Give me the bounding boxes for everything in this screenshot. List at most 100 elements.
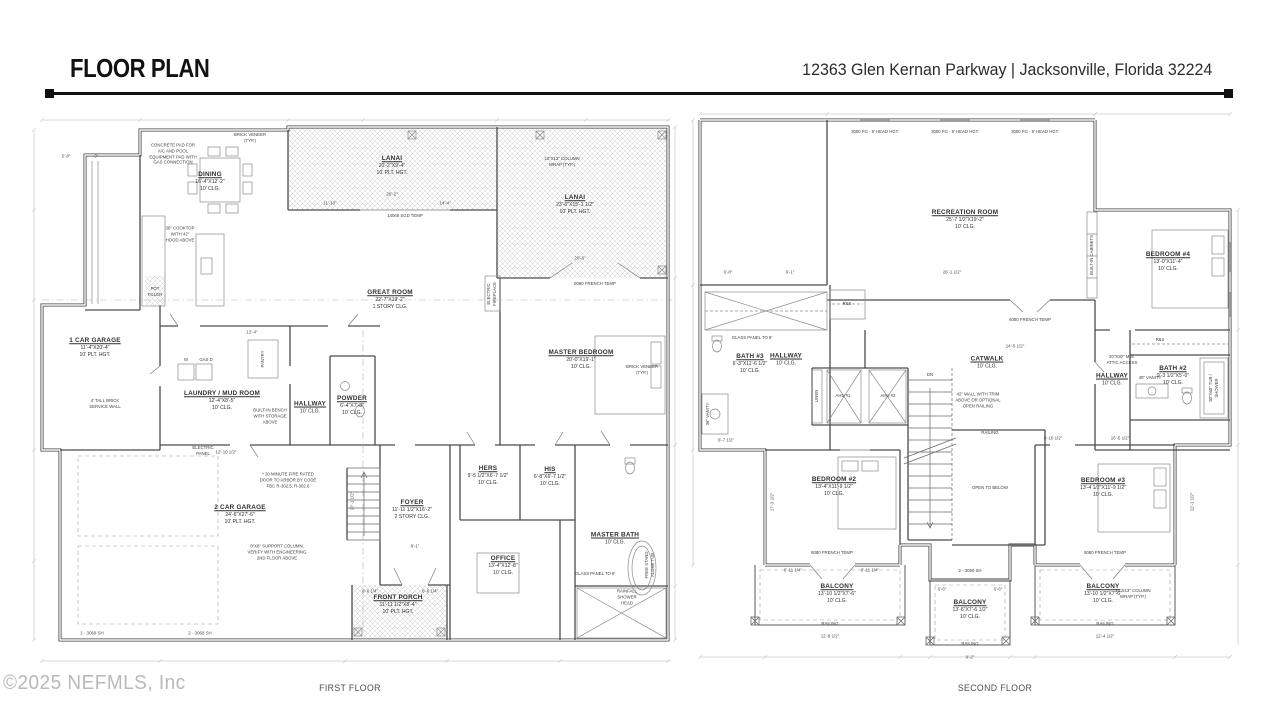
note-ahu-1: AHU #1: [835, 393, 851, 399]
note-washer: W: [183, 357, 189, 363]
hatched-areas: [145, 127, 668, 638]
first-floor-drawing: [31, 117, 678, 664]
note-linen: LINEN: [814, 389, 820, 403]
openings: [809, 119, 1231, 581]
note-dn: DN: [926, 372, 934, 378]
note-railing: RAILING: [981, 430, 999, 436]
second-floor-drawing: [690, 112, 1241, 660]
note-french-8080: 8080 FRENCH TEMP: [811, 550, 853, 556]
dimension-text: 6'-7 1/2": [717, 437, 735, 443]
note-pantry: PANTRY: [260, 350, 266, 368]
dimension-text: 6'-8": [723, 269, 733, 275]
exterior-walls: [698, 118, 1232, 582]
dimension-text: 6'-6": [937, 586, 947, 592]
fixtures: [701, 211, 1229, 533]
note-dryer: GAS D: [199, 357, 213, 363]
property-address: 12363 Glen Kernan Parkway | Jacksonville…: [801, 60, 1212, 79]
note-ahu-2: AHU #2: [880, 393, 896, 399]
note-rod-shelf: R&S: [1155, 337, 1165, 343]
note-tub: FREE STAND ALONE TUB: [644, 551, 655, 579]
reference-lines: [42, 299, 675, 634]
dimension-text: 17'-3 1/2": [769, 492, 775, 512]
note-pot-filler: POT FILLER: [147, 286, 163, 297]
dimension-text: 9': [94, 153, 98, 159]
dimension-text: 6'-1": [785, 269, 795, 275]
note-rainfall: RAINFALL SHOWER HEAD: [616, 588, 638, 605]
dimension-text: 5'-8": [61, 153, 71, 159]
note-fire-door: * 20 MINUTE FIRE RATED DOOR TO ARBOR BY …: [259, 471, 317, 488]
dimension-text: 12'-10 1/2": [215, 449, 237, 455]
note-french-temp: 8080 FRENCH TEMP: [574, 281, 616, 287]
dimension-text: 14'-5 1/2": [1005, 343, 1025, 349]
note-support-column: 8"X8" SUPPORT COLUMN, VERIFY WITH ENGINE…: [247, 543, 307, 560]
fixtures: [91, 130, 667, 639]
dimension-text: 1 - 3068 SH: [80, 630, 104, 636]
note-glass-panel: GLASS PANEL TO 8': [731, 335, 773, 341]
stairs: [347, 467, 381, 541]
dimension-lines: [31, 117, 678, 664]
note-vanity-36: 36" VANITY: [705, 402, 711, 426]
note-head-height: 3050 FG - 9' HEAD HGT.: [851, 129, 899, 135]
note-railing: RAILING: [821, 621, 839, 627]
note-brick-veneer-2: BRICK VENEER (TYP.): [626, 364, 658, 375]
note-vanity-40: 40" VANITY: [1138, 375, 1162, 381]
dimension-text: 11'-10": [323, 200, 337, 206]
dimension-text: 12'-8 1/2": [820, 633, 840, 639]
dimension-text: 16'-5 1/2": [1110, 435, 1130, 441]
note-glass-panel: GLASS PANEL TO 8': [574, 571, 616, 577]
note-fireplace: ELECTRIC FIREPLACE: [486, 282, 497, 306]
garage-dashed: [77, 455, 219, 625]
note-railing: RAILING: [961, 641, 979, 647]
dimension-text: 6'-6": [993, 586, 1003, 592]
note-french-8080: 8080 FRENCH TEMP: [1084, 550, 1126, 556]
note-rod-shelf: R&S: [842, 301, 852, 307]
dimension-text: 20'-6": [574, 255, 586, 261]
dimension-text: 17'-1 1/2": [349, 491, 355, 511]
first-floor-caption: FIRST FLOOR: [319, 683, 381, 694]
openings: [149, 209, 641, 586]
note-42-wall: 42" WALL WITH TRIM ABOVE OR OPTIONAL OPE…: [955, 391, 1001, 408]
dimension-text: 12'-4 1/2": [1095, 633, 1115, 639]
note-3050-sh: 2 - 3050 SH: [958, 568, 982, 574]
dimension-text: 14'-4": [439, 200, 451, 206]
dimension-text: 6'-6 1/4": [421, 588, 439, 594]
dimension-text: 6'-11 1/4": [860, 567, 880, 573]
dimension-text: 6'-6 1/4": [361, 588, 379, 594]
note-sgd: 14068 SGD TEMP: [387, 213, 423, 219]
dimension-text: 9'-2": [965, 654, 975, 660]
stairs: [903, 368, 957, 540]
dimension-lines: [690, 112, 1241, 660]
dimension-text: 12'-1 1/2": [1189, 492, 1195, 512]
dimension-text: 26'-1 1/2": [942, 269, 962, 275]
dimension-text: 26'-2": [386, 191, 398, 197]
page-title: FLOOR PLAN: [70, 53, 210, 83]
note-column-wrap: 13"X13" COLUMN WRAP (TYP.): [1115, 588, 1151, 599]
note-brick-veneer: BRICK VENEER (TYP.): [234, 132, 266, 143]
note-built-ins: BUILT-IN CABINETS: [1089, 234, 1095, 276]
note-open-below: OPEN TO BELOW: [972, 485, 1008, 491]
dimension-text: 2 - 3068 SH: [188, 630, 212, 636]
interior-walls: [60, 127, 668, 640]
note-concrete-pad: CONCRETE PAD FOR A/C AND POOL EQUIPMENT …: [149, 142, 197, 165]
dimension-text: 12'-4": [246, 329, 258, 335]
